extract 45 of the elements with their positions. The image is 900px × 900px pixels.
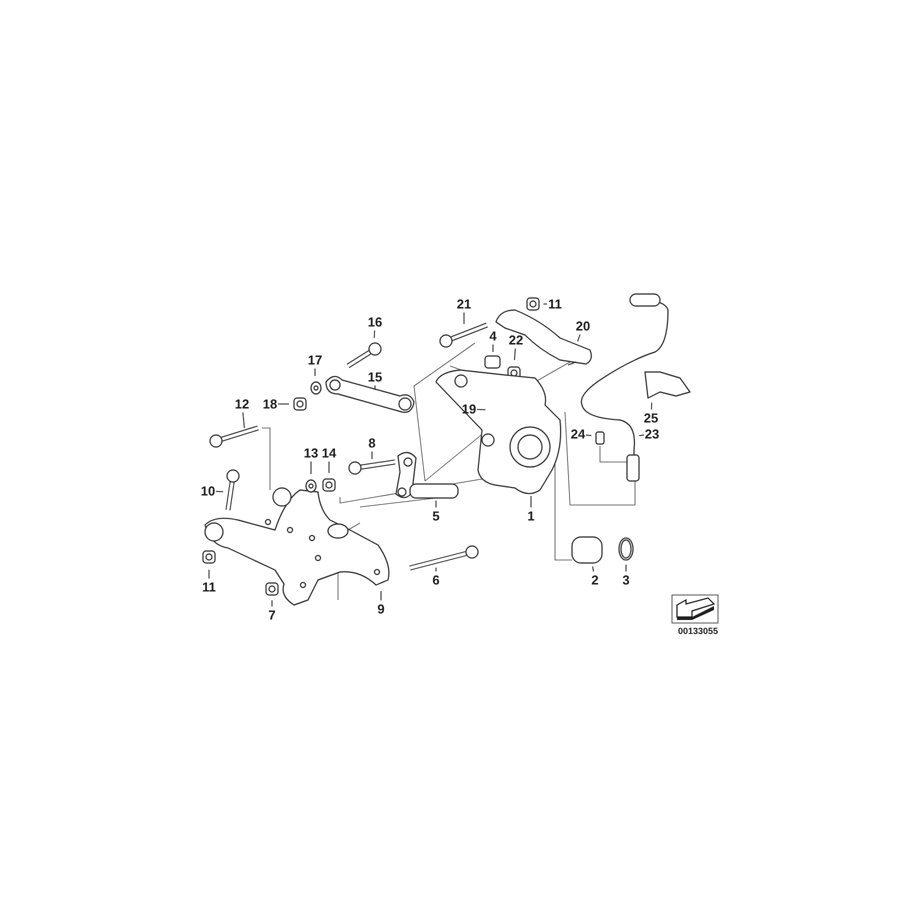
callout-number: 10 [200,484,216,498]
callout-number: 8 [368,436,376,450]
callout-number: 15 [368,370,382,384]
callout-number: 3 [622,572,630,588]
leader-line [380,590,382,601]
callout-number: 12 [234,396,250,412]
callout-number: 2 [591,572,599,588]
leader-line [586,434,592,436]
leader-line [530,496,532,508]
callout-number: 22 [508,332,524,348]
callout-number: 17 [308,352,322,368]
callout-number: 24 [570,426,586,442]
leader-line [242,412,245,429]
leader-line [592,566,594,572]
leader-line [216,490,224,492]
leader-line [374,330,376,338]
callout-number: 14 [322,446,336,460]
callout-number: 16 [368,314,382,330]
callout-number: 5 [432,508,440,524]
leader-line [208,569,210,579]
leader-line [476,408,486,410]
callout-number: 1 [527,508,535,524]
callout-number: 25 [644,410,658,426]
leader-line [492,344,494,352]
leader-line [374,385,376,390]
callout-number: 7 [268,608,276,622]
callout-number: 13 [304,446,318,460]
leader-line [314,368,316,376]
callout-number: 11 [202,580,216,594]
callout-number: 18 [262,396,278,412]
callout-number: 9 [377,602,385,616]
callout-number: 6 [432,572,440,588]
leader-line [650,402,652,410]
callout-number: 20 [576,318,590,334]
callout-number: 11 [548,296,562,312]
drawing-number: 00133055 [678,626,718,636]
callout-number: 19 [462,402,476,416]
leader-line [328,461,330,474]
callout-number: 4 [489,328,497,344]
callout-number: 23 [644,426,660,442]
leader-line [638,434,644,436]
leader-line [514,348,516,361]
callout-number: 21 [456,296,472,312]
leader-line [310,461,312,474]
leader-line [577,334,581,342]
